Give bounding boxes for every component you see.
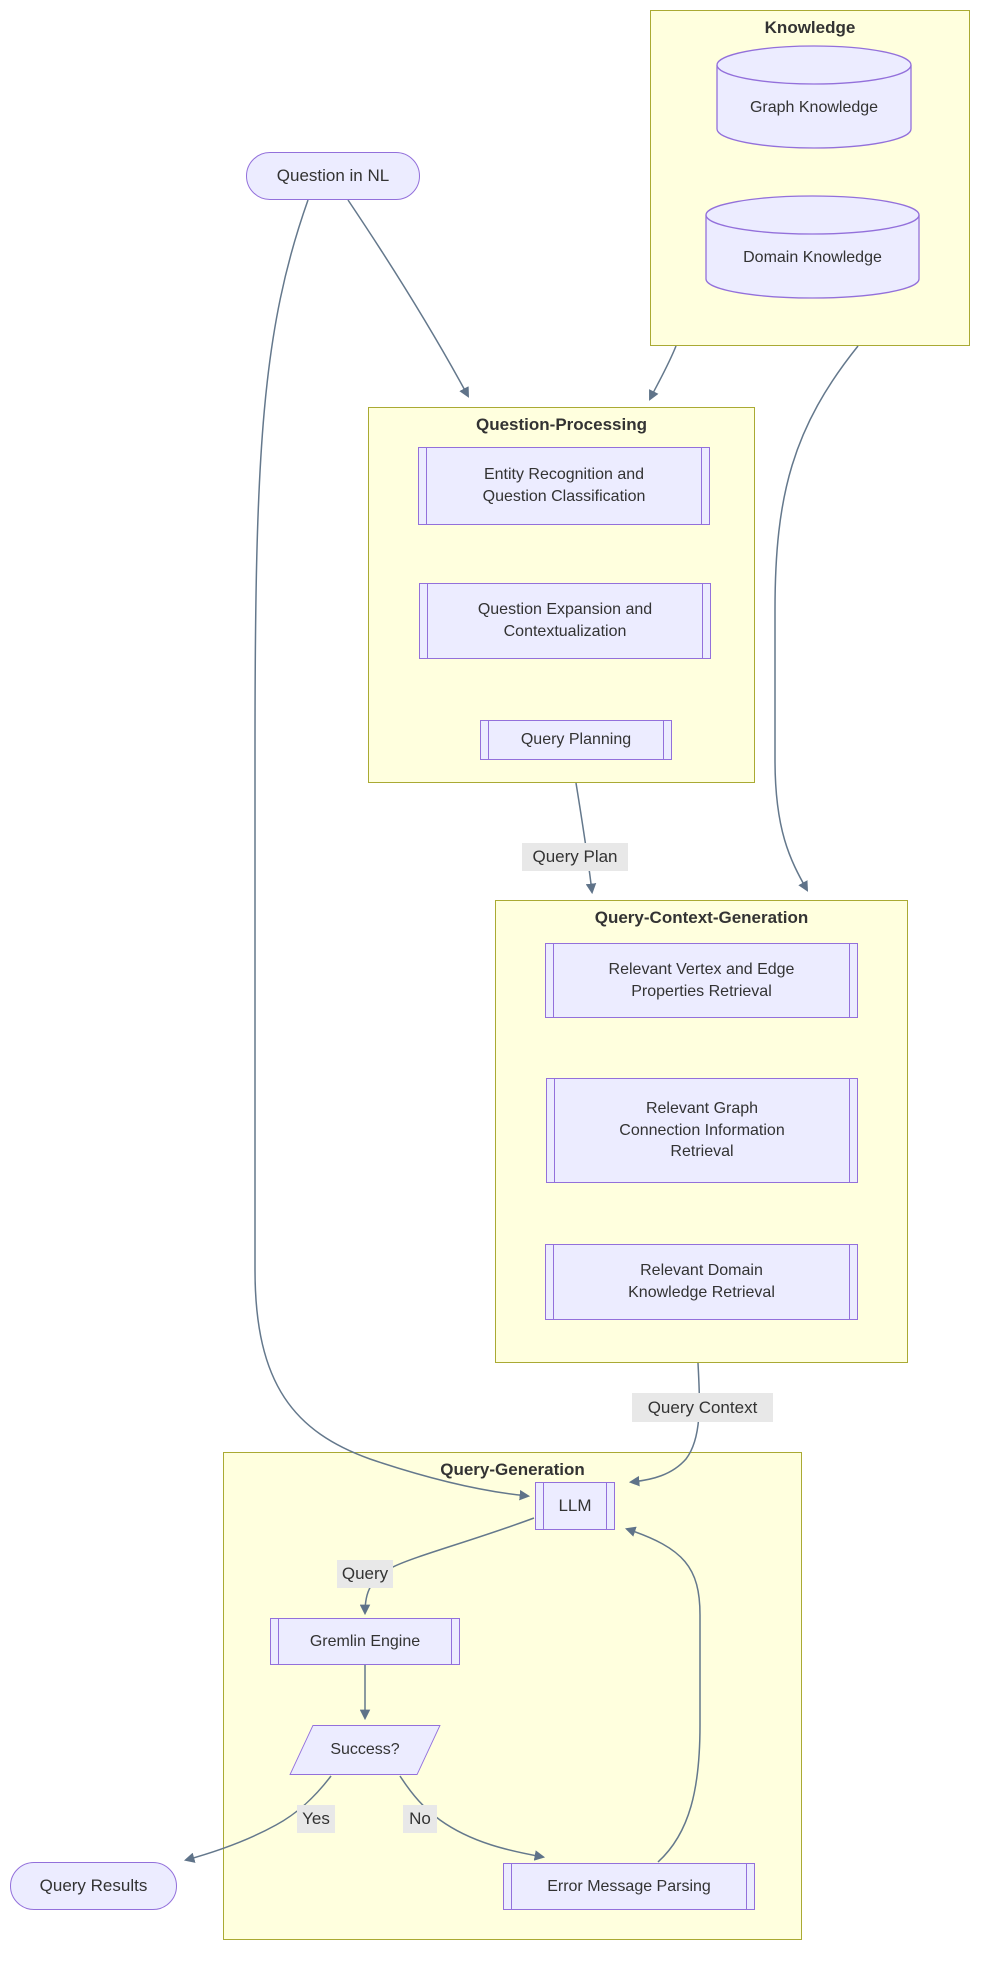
node-vertex-edge-properties: Relevant Vertex and Edge Properties Retr… [545, 943, 858, 1018]
edge-knowledge-to-processing [649, 345, 677, 401]
edge-label-query: Query [337, 1560, 393, 1588]
edge-question-to-processing [347, 199, 469, 398]
node-graph-connection: Relevant Graph Connection Information Re… [546, 1078, 858, 1183]
node-error-message-parsing: Error Message Parsing [503, 1863, 755, 1910]
node-graph-knowledge: Graph Knowledge [716, 45, 912, 150]
entity-recognition-label: Entity Recognition and Question Classifi… [482, 466, 646, 505]
success-label: Success? [330, 1741, 400, 1758]
edge-label-yes: Yes [297, 1805, 335, 1833]
cylinder-shape [705, 195, 920, 299]
query-context-generation-title: Query-Context-Generation [594, 908, 809, 927]
query-generation-title: Query-Generation [440, 1460, 585, 1479]
edge-knowledge-to-context-generation [774, 345, 859, 892]
error-message-parsing-label: Error Message Parsing [547, 1877, 711, 1895]
node-llm: LLM [535, 1482, 615, 1530]
node-question-expansion: Question Expansion and Contextualization [419, 583, 711, 659]
question-expansion-label: Question Expansion and Contextualization [477, 601, 653, 640]
node-domain-retrieval: Relevant Domain Knowledge Retrieval [545, 1244, 858, 1320]
node-query-results: Query Results [10, 1862, 177, 1910]
node-query-planning: Query Planning [480, 720, 672, 760]
graph-knowledge-label: Graph Knowledge [749, 99, 879, 116]
graph-connection-label: Relevant Graph Connection Information Re… [619, 1100, 785, 1161]
vertex-edge-properties-label: Relevant Vertex and Edge Properties Retr… [608, 960, 795, 1000]
edge-label-query-context: Query Context [632, 1393, 773, 1422]
question-processing-title: Question-Processing [476, 415, 647, 434]
knowledge-title: Knowledge [764, 18, 856, 37]
node-question-in-nl: Question in NL [246, 152, 420, 200]
gremlin-engine-label: Gremlin Engine [309, 1632, 421, 1650]
edge-label-query-plan: Query Plan [522, 843, 628, 871]
cylinder-shape [716, 45, 912, 149]
query-planning-label: Query Planning [520, 731, 632, 749]
node-entity-recognition: Entity Recognition and Question Classifi… [418, 447, 710, 525]
edge-label-no: No [403, 1805, 437, 1833]
query-results-label: Query Results [39, 1875, 148, 1895]
node-domain-knowledge: Domain Knowledge [705, 195, 920, 300]
edge-question-to-llm [254, 199, 531, 1501]
domain-knowledge-label: Domain Knowledge [743, 249, 882, 266]
node-gremlin-engine: Gremlin Engine [270, 1618, 460, 1665]
domain-retrieval-label: Relevant Domain Knowledge Retrieval [628, 1262, 775, 1301]
question-in-nl-label: Question in NL [276, 165, 390, 185]
edge-query-plan [575, 782, 597, 895]
llm-label: LLM [558, 1495, 592, 1515]
